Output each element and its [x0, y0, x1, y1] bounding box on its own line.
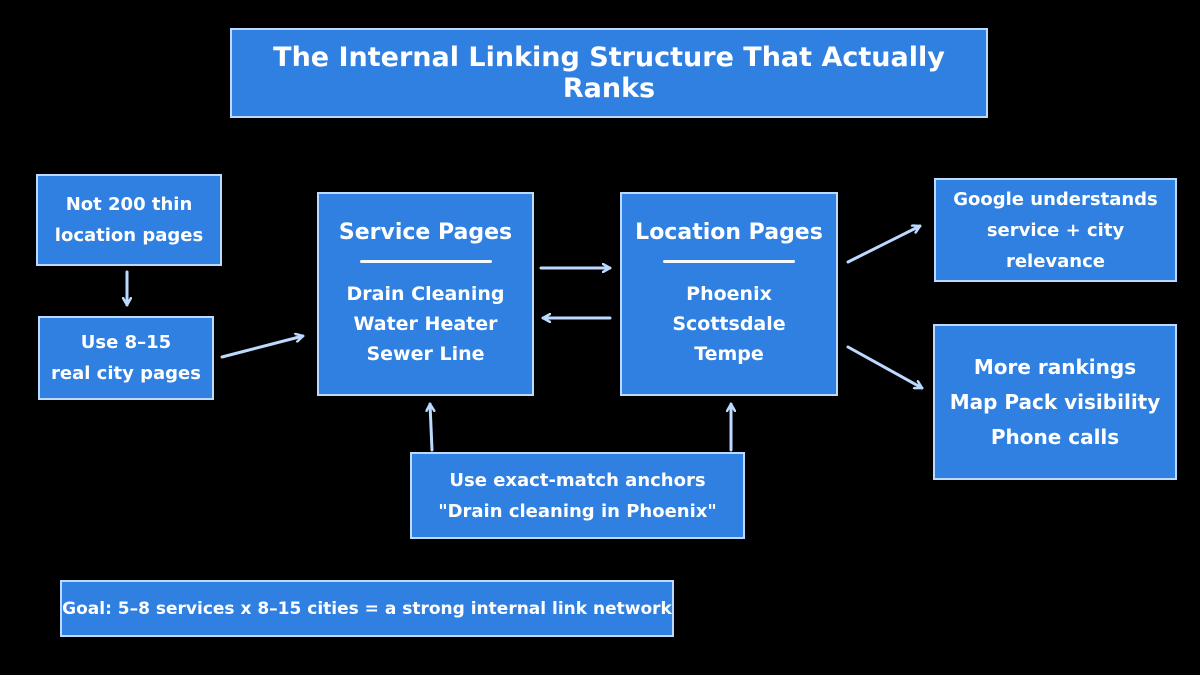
location-item: Scottsdale	[672, 313, 786, 335]
google-line2: service + city relevance	[986, 219, 1125, 272]
arrow-use-to-service	[220, 336, 305, 359]
anchors-line1: Use exact-match anchors	[449, 469, 706, 491]
real-city-line1: Use 8–15	[80, 332, 172, 353]
location-item: Tempe	[694, 343, 764, 365]
real-city-line2: real city pages	[51, 363, 201, 384]
arrow-anchors-to-service	[430, 402, 432, 452]
google-understands-box: Google understands service + city releva…	[934, 178, 1177, 282]
location-pages-heading: Location Pages	[635, 220, 823, 245]
result-item: Phone calls	[990, 424, 1120, 449]
service-pages-divider	[359, 260, 492, 263]
service-item: Sewer Line	[366, 343, 485, 365]
not-thin-line2: location pages	[54, 225, 204, 246]
arrow-location-to-results	[846, 345, 924, 390]
goal-box: Goal: 5–8 services x 8–15 cities = a str…	[60, 580, 674, 637]
google-line1: Google understands	[953, 188, 1158, 210]
page-title: The Internal Linking Structure That Actu…	[230, 28, 988, 118]
not-thin-line1: Not 200 thin	[65, 194, 193, 215]
location-item: Phoenix	[686, 283, 772, 305]
service-item: Water Heater	[353, 313, 498, 335]
result-item: More rankings	[973, 354, 1137, 379]
not-thin-pages-box: Not 200 thin location pages	[36, 174, 222, 266]
service-pages-box: Service Pages Drain Cleaning Water Heate…	[317, 192, 534, 396]
service-item: Drain Cleaning	[346, 283, 505, 305]
result-item: Map Pack visibility	[949, 389, 1161, 414]
results-box: More rankings Map Pack visibility Phone …	[933, 324, 1177, 480]
service-pages-heading: Service Pages	[338, 220, 513, 245]
arrow-location-to-google	[846, 226, 922, 264]
goal-text: Goal: 5–8 services x 8–15 cities = a str…	[62, 598, 672, 619]
exact-match-anchors-box: Use exact-match anchors "Drain cleaning …	[410, 452, 745, 539]
anchors-line2: "Drain cleaning in Phoenix"	[438, 500, 717, 522]
location-pages-divider	[663, 260, 795, 263]
real-city-pages-box: Use 8–15 real city pages	[38, 316, 214, 400]
title-text: The Internal Linking Structure That Actu…	[273, 42, 945, 104]
location-pages-box: Location Pages Phoenix Scottsdale Tempe	[620, 192, 838, 396]
